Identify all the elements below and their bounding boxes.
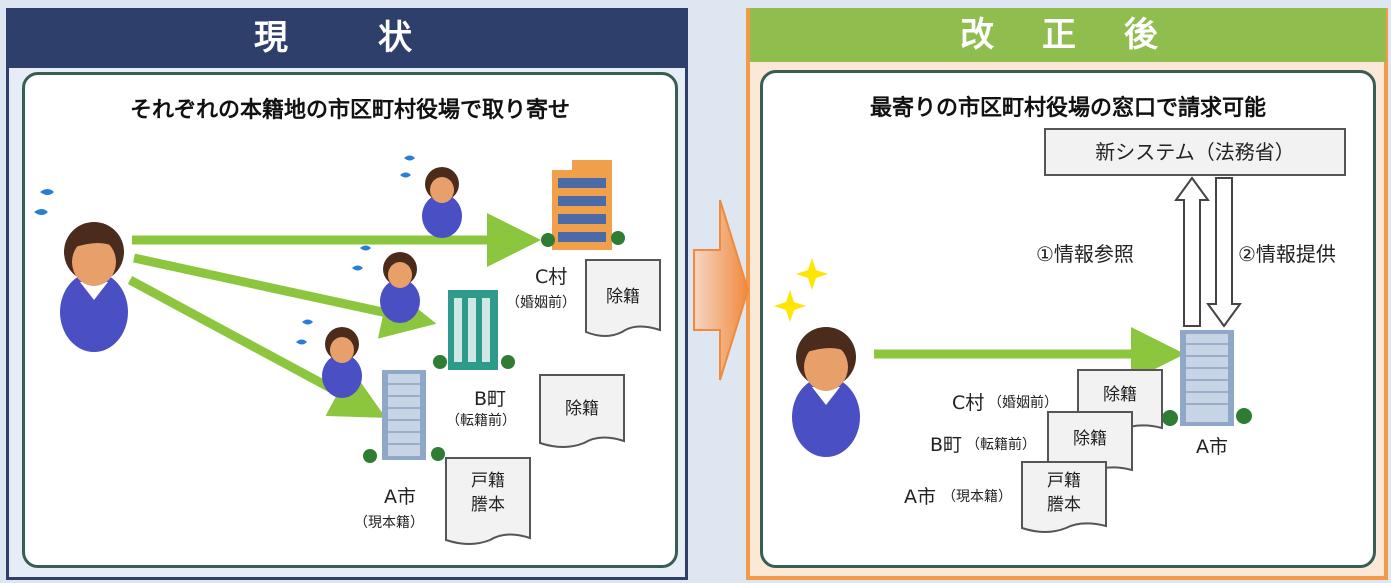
record-b-doc: 除籍 <box>1073 429 1107 449</box>
sweat-drop-icon <box>34 209 48 215</box>
transition-arrow <box>693 199 750 381</box>
person-icon <box>792 327 860 457</box>
c-village-building-icon <box>541 160 625 250</box>
flow-up-label: ①情報参照 <box>1036 242 1134 266</box>
document-icon <box>1021 461 1107 533</box>
record-b-place: B町 <box>930 434 963 456</box>
document-icon <box>585 259 661 337</box>
sweat-drop-icon <box>40 189 54 195</box>
left-diagram <box>34 155 661 545</box>
down-arrow <box>1206 177 1242 328</box>
record-b-note: （転籍前） <box>966 437 1036 453</box>
small-person-icon <box>380 252 420 323</box>
record-a-place: A市 <box>904 486 936 508</box>
left-title: それぞれの本籍地の市区町村役場で取り寄せ <box>129 98 570 123</box>
left-header: 現 状 <box>6 8 688 68</box>
a-city-office-label: A市 <box>1196 436 1228 458</box>
a-city-building-icon <box>363 370 445 463</box>
a-city-note: （現本籍） <box>354 515 424 531</box>
a-city-label: A市 <box>384 486 416 508</box>
c-village-label: C村 <box>535 266 568 288</box>
up-arrow <box>1174 176 1210 327</box>
b-town-building-icon <box>433 290 515 370</box>
sparkle-icon <box>774 290 806 322</box>
right-header: 改 正 後 <box>750 8 1386 62</box>
c-village-doc: 除籍 <box>606 287 640 307</box>
a-city-doc-line2: 謄本 <box>471 495 505 515</box>
right-title: 最寄りの市区町村役場の窓口で請求可能 <box>869 96 1266 121</box>
record-c-doc: 除籍 <box>1103 385 1137 405</box>
c-village-note: （婚姻前） <box>506 295 576 311</box>
sparkle-icon <box>796 258 828 290</box>
b-town-label: B町 <box>474 388 507 410</box>
person-icon <box>60 222 128 352</box>
right-diagram <box>774 176 1252 533</box>
arrow-to-b-town <box>133 253 437 339</box>
record-a-doc-line2: 謄本 <box>1047 495 1081 515</box>
record-a-doc-line1: 戸籍 <box>1047 471 1081 491</box>
b-town-doc: 除籍 <box>565 399 599 419</box>
record-a-note: （現本籍） <box>942 489 1012 505</box>
record-c-note: （婚姻前） <box>988 395 1058 411</box>
record-c-place: C村 <box>952 392 985 414</box>
new-system-box: 新システム（法務省） <box>1044 128 1346 176</box>
left-inner-box <box>22 72 678 568</box>
a-city-building-icon <box>1162 330 1252 426</box>
small-person-icon <box>322 327 362 398</box>
document-icon <box>539 374 625 448</box>
a-city-doc-line1: 戸籍 <box>471 471 505 491</box>
flow-down-label: ②情報提供 <box>1238 242 1336 266</box>
small-person-icon <box>422 167 462 238</box>
b-town-note: （転籍前） <box>446 413 516 429</box>
arrow-to-a-city <box>127 276 386 418</box>
document-icon <box>445 457 531 545</box>
